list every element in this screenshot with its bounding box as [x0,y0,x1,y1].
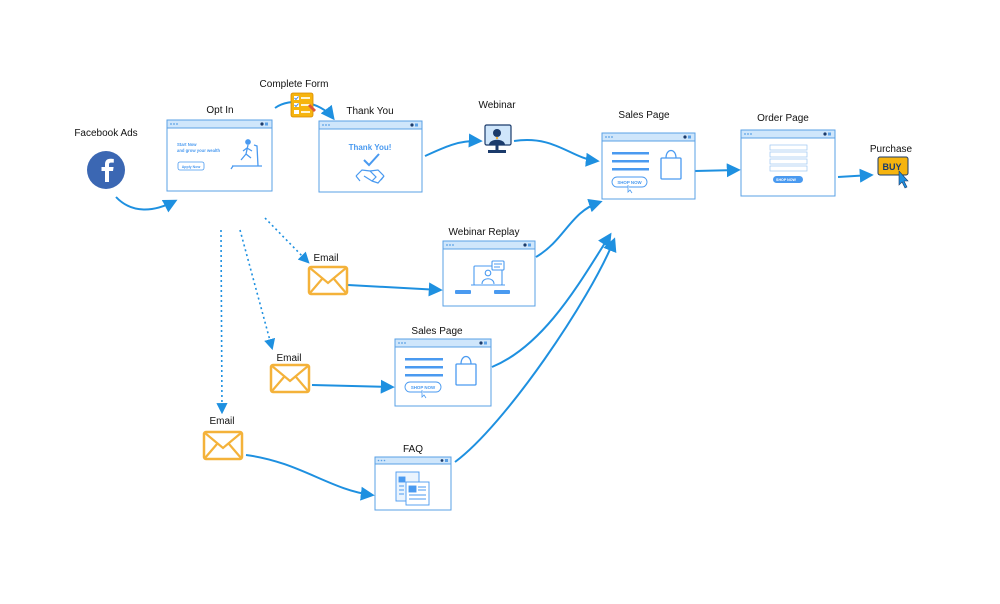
faq-window [374,456,452,511]
node-webinar: Webinar [478,100,516,153]
shopping-bag-icon [660,149,682,180]
email-3-label: Email [209,416,234,427]
arrow-email1-to-replay [347,282,443,297]
node-email-3: Email [202,416,244,461]
opt-in-heading-line1: Start Now [177,142,197,147]
thank-you-window: Thank You! [318,120,423,193]
thank-you-label: Thank You [346,106,393,117]
apply-now-button[interactable] [177,161,205,171]
node-complete-form: Complete Form [260,79,329,118]
shop-now-label-order: SHOP NOW [776,178,797,182]
opt-in-heading-line2: and grow your wealth [177,148,220,153]
form-checklist-icon [290,92,316,118]
envelope-icon [202,430,244,461]
treadmill-icon [230,139,262,170]
dotted-optin-to-email3 [216,229,228,415]
complete-form-label: Complete Form [260,79,329,90]
apply-now-label: Apply Now [182,165,201,169]
shop-now-label-main: SHOP NOW [617,180,642,185]
node-faq: FAQ [374,444,452,511]
pointer-icon [421,390,427,399]
dotted-connectors [216,217,310,415]
arrow-salespage2-to-salespage [491,232,612,368]
documents-icon [395,471,430,506]
email-2-label: Email [276,353,301,364]
order-page-window: SHOP NOW [740,129,836,197]
shop-now-button-main[interactable] [611,176,648,188]
dotted-optin-to-email1 [264,217,310,264]
dotted-optin-to-email2 [239,229,276,351]
sales-page-main-window: SHOP NOW [601,132,696,200]
node-email-1: Email [307,253,349,296]
buy-badge[interactable] [877,156,909,176]
arrow-orderpage-to-purchase [837,168,874,183]
form-field[interactable] [769,158,808,165]
shop-now-label-email: SHOP NOW [411,385,436,390]
presenter-icon [484,124,512,153]
arrow-email2-to-salespage [311,379,395,394]
order-form-fields [769,144,808,172]
cursor-icon [898,170,909,189]
form-field[interactable] [769,151,808,158]
video-call-icon [471,260,505,286]
facebook-icon [87,151,125,189]
arrow-facebook-to-optin [115,196,178,213]
arrow-webinar-to-salespage [513,139,600,167]
node-webinar-replay: Webinar Replay [442,227,536,307]
node-facebook-ads: Facebook Ads [74,128,138,189]
pointer-icon [627,185,633,194]
envelope-icon [269,363,311,394]
arrow-replay-to-salespage [535,198,603,258]
arrow-thankyou-to-webinar [424,133,483,157]
sales-page-main-label: Sales Page [618,110,670,121]
form-field[interactable] [769,144,808,151]
email-1-label: Email [313,253,338,264]
faq-label: FAQ [403,444,423,455]
facebook-ads-label: Facebook Ads [74,128,137,139]
purchase-label: Purchase [870,144,913,155]
arrow-faq-to-salespage [454,237,617,463]
shopping-bag-icon [455,355,477,386]
thank-you-heading: Thank You! [349,143,392,152]
replay-button-right[interactable] [494,290,510,294]
arrow-email3-to-faq [245,454,375,501]
node-sales-page-main: Sales Page SHOP NOW [601,110,696,200]
arrow-salespage-to-orderpage [694,163,741,178]
node-email-2: Email [269,353,311,394]
node-purchase: Purchase BUY [870,144,913,189]
webinar-label: Webinar [478,100,516,111]
buy-badge-text: BUY [882,162,901,172]
node-sales-page-email: Sales Page SHOP NOW [394,326,492,407]
opt-in-window: Start Now and grow your wealth Apply Now [166,119,273,192]
order-page-label: Order Page [757,113,809,124]
node-thank-you: Thank You Thank You! [318,106,423,193]
envelope-icon [307,265,349,296]
webinar-replay-label: Webinar Replay [449,227,520,238]
replay-button-left[interactable] [455,290,471,294]
webinar-replay-window [442,240,536,307]
checkmark-icon [363,153,380,167]
opt-in-label: Opt In [206,105,233,116]
node-order-page: Order Page SHOP NOW [740,113,836,197]
connectors [115,100,874,501]
sales-page-email-label: Sales Page [411,326,463,337]
handshake-icon [355,169,385,184]
shop-now-button-order[interactable] [773,176,803,183]
node-opt-in: Opt In Start Now and grow your wealth Ap… [166,105,273,192]
form-field[interactable] [769,165,808,172]
sales-page-email-window: SHOP NOW [394,338,492,407]
